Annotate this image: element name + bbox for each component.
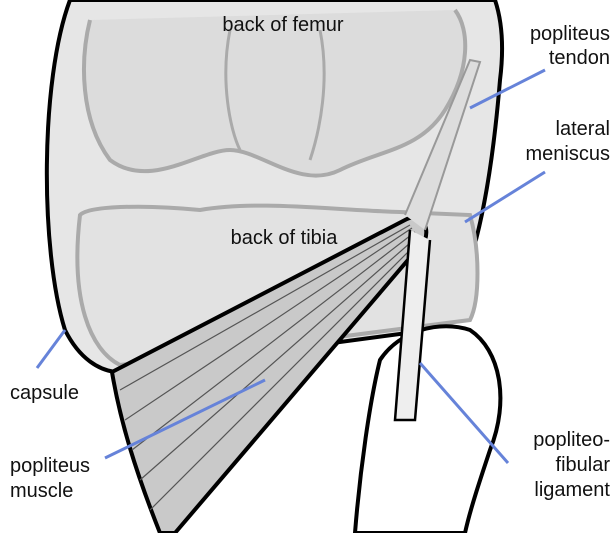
label-capsule: capsule [10, 382, 79, 404]
femur-notch [224, 29, 326, 161]
label-popliteus-muscle-2: muscle [10, 480, 73, 502]
label-lateral-meniscus-1: lateral [556, 118, 610, 140]
leader-muscle [104, 378, 266, 460]
label-popliteus-muscle-1: popliteus [10, 455, 90, 477]
label-popliteus-tendon-1: popliteus [530, 23, 610, 45]
label-ligament-2: fibular [556, 454, 611, 476]
femur-condyles [82, 8, 468, 178]
muscle-fibers [119, 224, 421, 511]
label-ligament-1: popliteo- [533, 429, 610, 451]
leader-ligament [418, 362, 510, 464]
leader-capsule [35, 329, 67, 369]
label-back-of-femur: back of femur [222, 14, 344, 36]
popliteo-fibular-ligament [393, 229, 432, 422]
label-popliteus-tendon-2: tendon [549, 47, 610, 69]
popliteus-tendon [404, 58, 482, 231]
label-ligament-3: ligament [534, 479, 610, 501]
leader-tendon [469, 68, 546, 110]
label-back-of-tibia: back of tibia [231, 227, 339, 249]
leader-meniscus [464, 170, 546, 224]
label-lateral-meniscus-2: meniscus [526, 143, 610, 165]
